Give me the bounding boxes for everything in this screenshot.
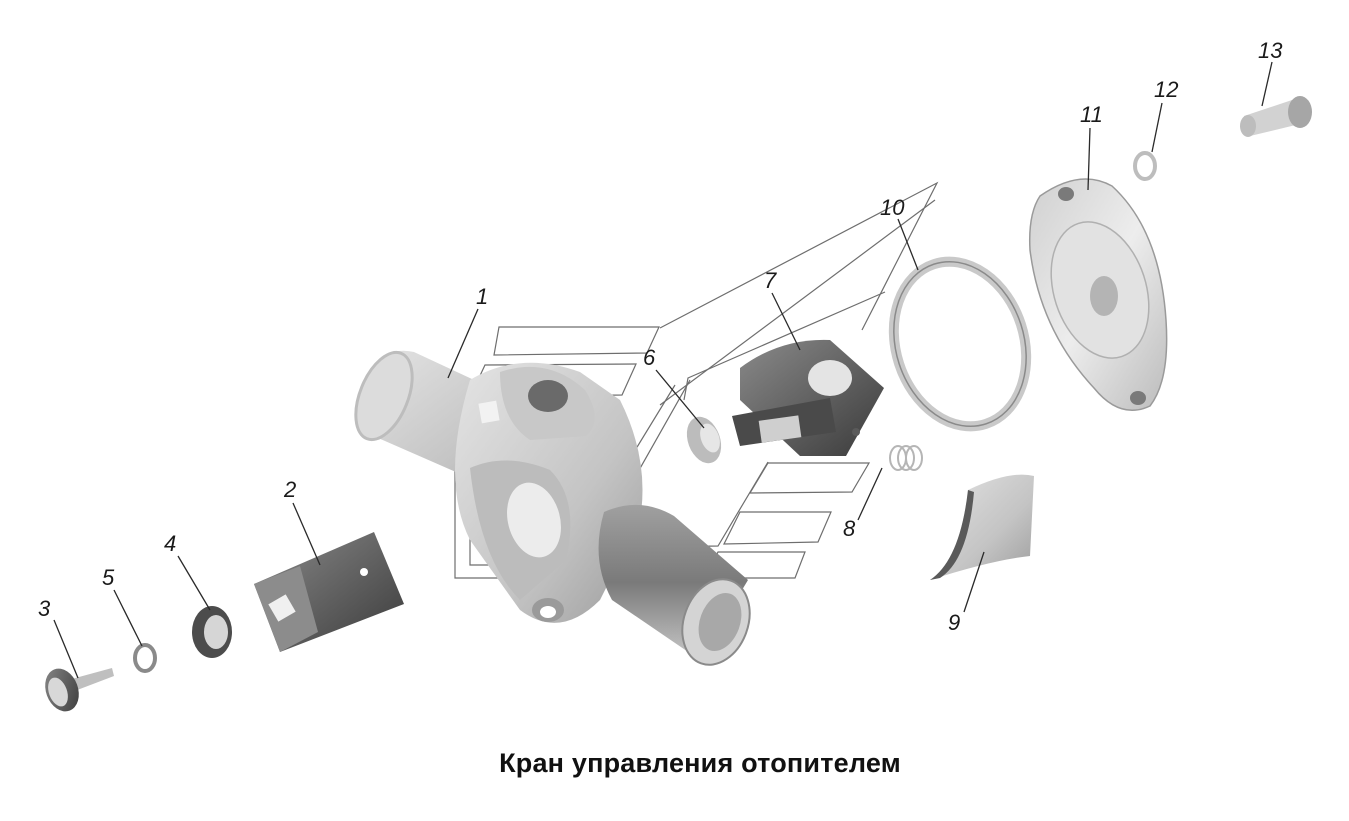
callout-labels: 1 2 3 4 5 6 7 8 9 10 11 12 13 (38, 38, 1283, 635)
lever-bracket (732, 339, 884, 456)
callout-5: 5 (102, 565, 115, 590)
callout-2: 2 (283, 477, 296, 502)
callout-10: 10 (880, 195, 905, 220)
cover-plate (1028, 178, 1168, 411)
bushing (686, 416, 722, 464)
valve-plug (254, 532, 404, 652)
callout-12: 12 (1154, 77, 1178, 102)
washer (192, 606, 232, 658)
callout-1: 1 (476, 284, 488, 309)
callout-11: 11 (1080, 102, 1103, 127)
callout-3: 3 (38, 596, 51, 621)
callout-13: 13 (1258, 38, 1283, 63)
diagram-caption: Кран управления отопителем (499, 748, 901, 778)
callout-6: 6 (643, 345, 656, 370)
callout-8: 8 (843, 516, 856, 541)
screw (45, 668, 114, 712)
spring-washer (133, 643, 157, 673)
small-washer (1133, 151, 1157, 181)
valve-body (354, 350, 751, 666)
callout-9: 9 (948, 610, 960, 635)
o-ring (888, 256, 1032, 432)
callout-7: 7 (764, 268, 777, 293)
spring (889, 445, 923, 471)
callout-4: 4 (164, 531, 176, 556)
bolt (1240, 96, 1312, 137)
half-ring-seal (930, 474, 1034, 580)
callout-leaders (53, 61, 1273, 679)
